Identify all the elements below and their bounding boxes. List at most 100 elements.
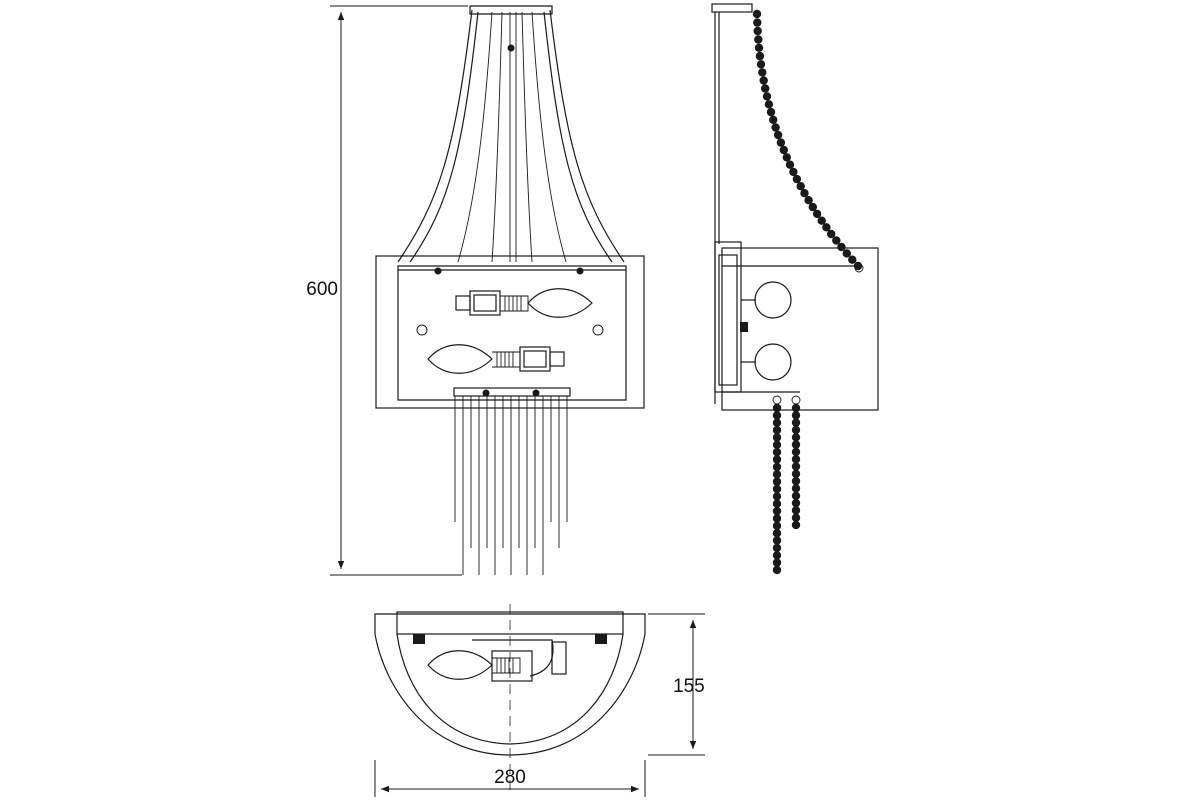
front-strand <box>521 11 533 263</box>
bead <box>822 223 831 232</box>
bead <box>791 506 801 515</box>
bead <box>754 43 764 52</box>
bead <box>772 484 782 494</box>
bead <box>772 565 782 575</box>
bead <box>785 160 795 169</box>
bead <box>754 35 763 44</box>
front-backplate <box>375 255 645 409</box>
side-hook <box>772 395 782 405</box>
bead <box>837 242 846 252</box>
bead <box>764 100 774 109</box>
bead <box>758 68 767 77</box>
side-clip <box>740 322 748 332</box>
bead <box>772 477 782 486</box>
side-bead-chain-upper <box>752 9 863 271</box>
top-view <box>374 604 646 790</box>
bead <box>848 255 857 264</box>
bead <box>772 543 782 553</box>
bead <box>772 411 782 420</box>
bead <box>773 130 783 140</box>
bead <box>791 447 801 457</box>
bead <box>842 249 851 258</box>
bead <box>772 492 782 501</box>
top-socket-plate <box>551 641 567 675</box>
bead <box>791 462 801 471</box>
top-arm <box>472 639 554 677</box>
bead <box>791 403 801 413</box>
bead <box>756 60 766 69</box>
front-strand <box>457 11 493 263</box>
side-bead-chain-lower <box>772 403 782 575</box>
side-hook <box>791 395 801 405</box>
front-lamp-lower <box>427 344 565 374</box>
top-shade-outline <box>374 613 646 756</box>
bead <box>791 425 801 435</box>
bead <box>762 92 772 101</box>
bead <box>771 123 780 132</box>
top-lamp <box>427 650 533 682</box>
bead <box>761 84 770 93</box>
bead <box>791 433 801 442</box>
depth-dimension: 155 <box>648 613 705 756</box>
bead <box>772 506 782 516</box>
height-dimension: 600 <box>306 5 468 576</box>
bead <box>772 403 782 413</box>
bead <box>827 229 836 239</box>
side-bulb <box>754 343 792 381</box>
bead <box>772 499 782 508</box>
height-label: 600 <box>306 279 338 300</box>
bead <box>753 26 762 36</box>
bead <box>772 470 782 479</box>
bead <box>791 418 801 427</box>
bead <box>853 261 863 271</box>
bead <box>772 440 782 449</box>
bead <box>772 558 782 567</box>
bead <box>772 536 782 545</box>
bead <box>772 551 782 560</box>
front-screw <box>482 389 490 397</box>
side-shade <box>721 247 879 411</box>
front-top-mount <box>469 5 553 15</box>
bead <box>782 153 791 162</box>
bead <box>779 145 788 155</box>
bead <box>832 236 841 245</box>
bead <box>772 521 782 530</box>
bead <box>817 216 826 225</box>
front-frame-right-inner <box>543 11 613 263</box>
width-label: 280 <box>494 767 526 788</box>
bead <box>772 418 782 427</box>
bead <box>791 455 801 464</box>
front-lamp-upper <box>455 288 593 318</box>
front-screw <box>532 389 540 397</box>
bead <box>769 115 778 125</box>
bead <box>759 76 768 85</box>
bead <box>791 469 801 478</box>
bead <box>792 174 802 184</box>
front-frame-left-inner <box>409 11 479 263</box>
front-screw <box>576 267 584 275</box>
top-shade-inner <box>396 633 624 745</box>
front-hole <box>416 324 428 336</box>
bead <box>791 491 801 500</box>
front-strand <box>491 11 503 263</box>
bead <box>791 440 801 449</box>
bead <box>791 520 801 530</box>
top-backplate <box>396 611 624 635</box>
width-dimension: 280 <box>374 760 646 797</box>
bead <box>796 182 805 191</box>
bead <box>800 189 809 198</box>
side-bead-chain-lower <box>791 403 801 530</box>
front-screw <box>507 44 515 52</box>
bead <box>791 513 801 522</box>
bead <box>804 196 813 205</box>
front-strand <box>531 11 567 263</box>
bead <box>772 462 782 472</box>
bead <box>776 138 786 147</box>
bead <box>789 167 798 177</box>
bead <box>812 209 822 219</box>
bead <box>772 448 782 457</box>
front-view <box>375 5 645 575</box>
bead <box>791 484 801 493</box>
front-frame-right-outer <box>549 9 625 263</box>
